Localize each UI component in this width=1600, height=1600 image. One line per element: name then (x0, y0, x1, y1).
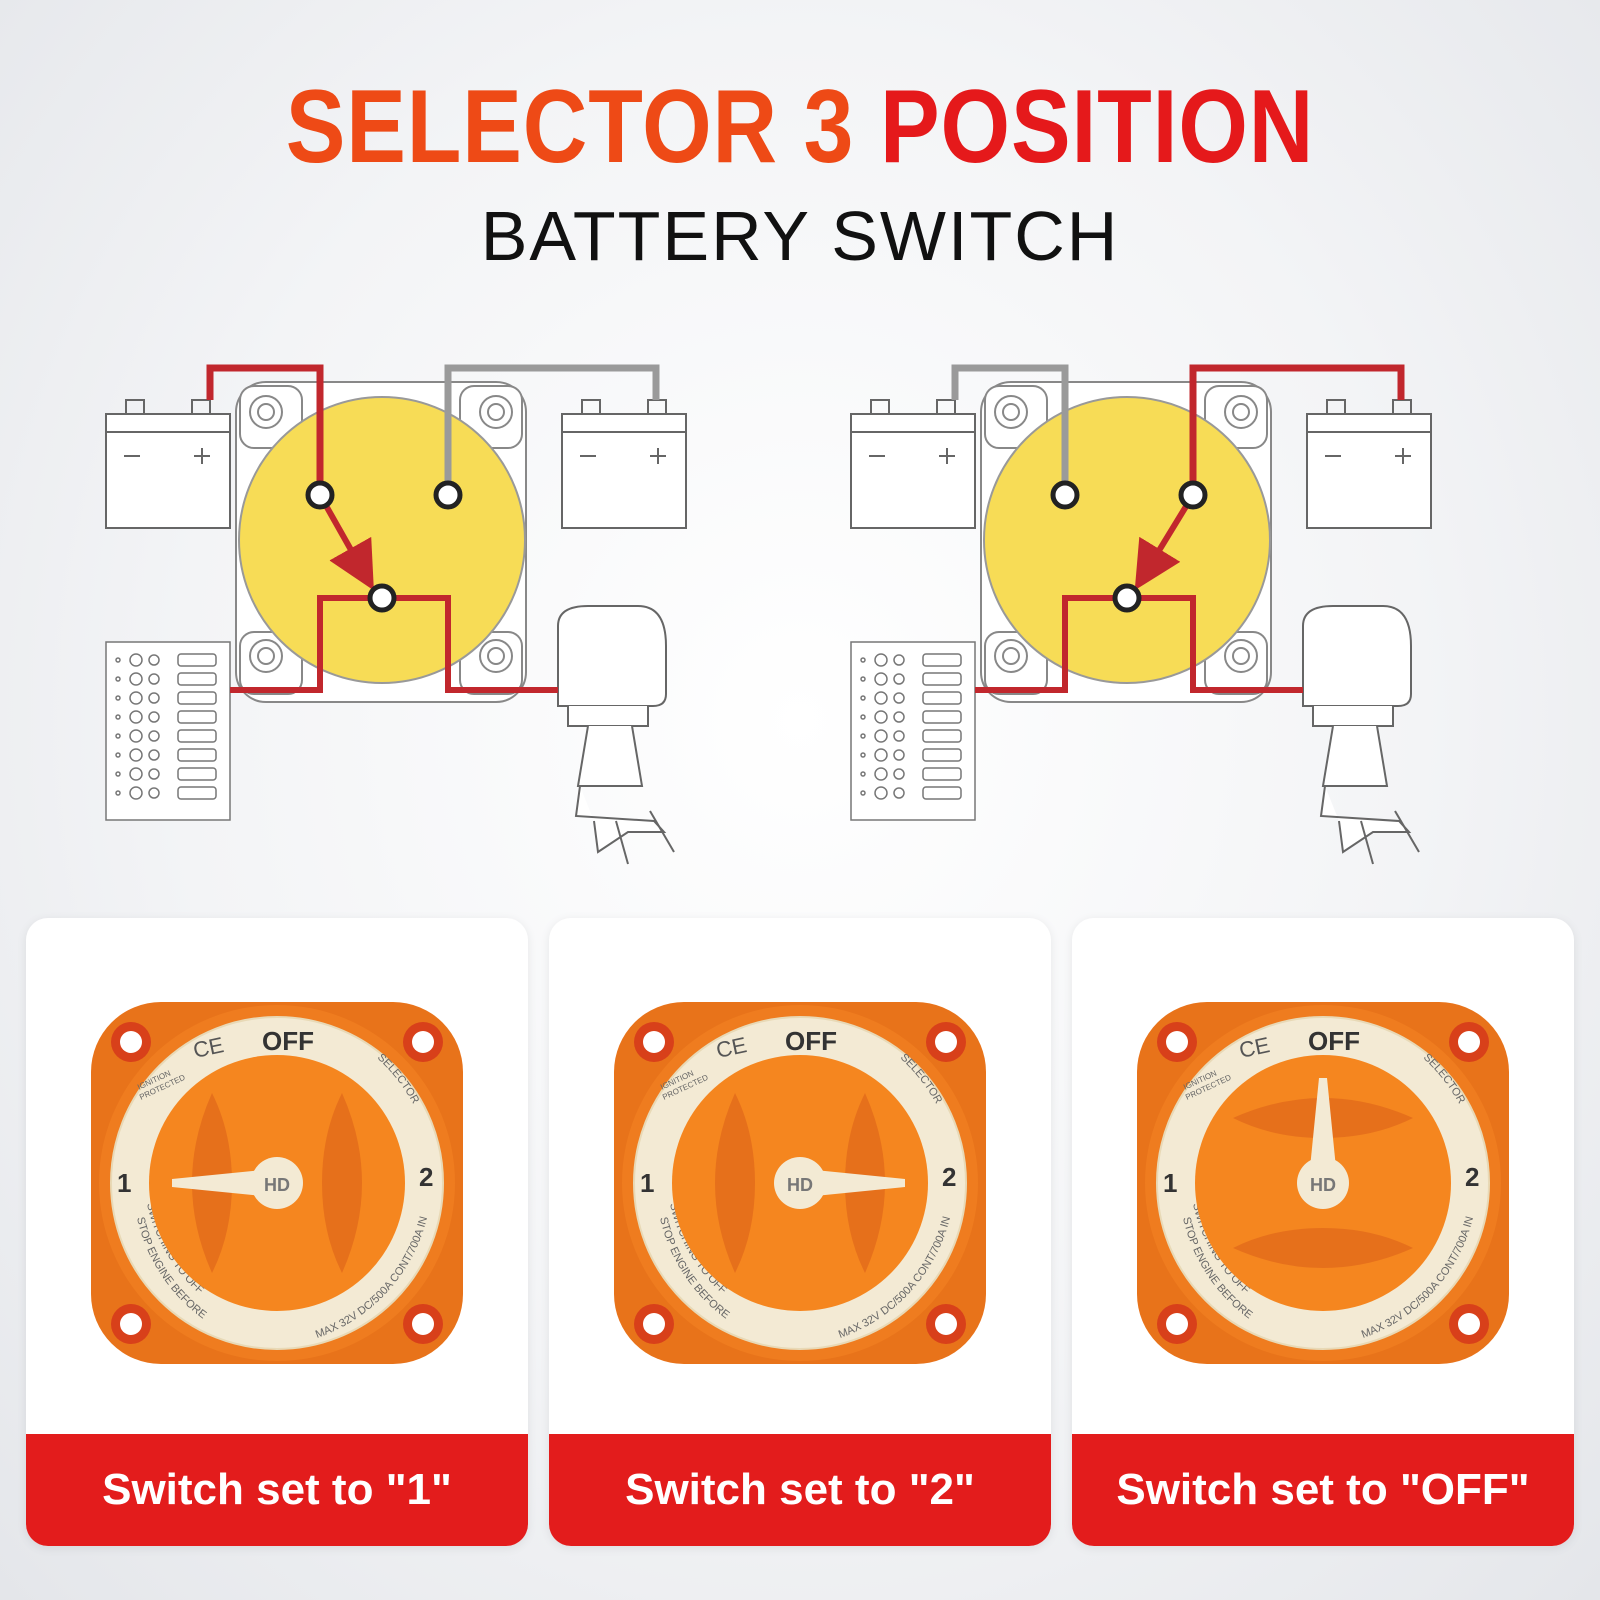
knob-label: HD (264, 1175, 290, 1195)
caption-text: Switch set to "OFF" (1116, 1465, 1530, 1514)
off-label: OFF (1308, 1026, 1360, 1056)
svg-text:CE: CE (714, 1032, 749, 1063)
page-subtitle: BATTERY SWITCH (480, 197, 1120, 275)
fuse-panel-icon (850, 641, 976, 821)
wiring-diagram-battery-1 (100, 360, 700, 880)
svg-text:CE: CE (191, 1032, 226, 1063)
position-2-label: 2 (1465, 1162, 1479, 1192)
selector-knob[interactable]: HD (149, 1055, 405, 1311)
knob-label: HD (787, 1175, 813, 1195)
battery-switch-icon (235, 381, 527, 703)
position-2-label: 2 (942, 1162, 956, 1192)
battery-icon (850, 399, 976, 529)
caption-text: Switch set to "2" (625, 1465, 975, 1514)
caption-bar: Switch set to "2" (549, 1434, 1051, 1546)
caption-bar: Switch set to "OFF" (1072, 1434, 1574, 1546)
outboard-engine-icon (557, 605, 675, 865)
svg-text:CE: CE (1237, 1032, 1272, 1063)
selector-knob[interactable]: HD (1195, 1055, 1451, 1311)
outboard-engine-icon (1302, 605, 1420, 865)
wiring-diagram-battery-2 (845, 360, 1445, 880)
knob-label: HD (1310, 1175, 1336, 1195)
position-1-label: 1 (1163, 1168, 1177, 1198)
switch-card-2: OFF CE IGNITION PROTECTED SELECTOR 1 2 S… (549, 918, 1051, 1546)
selector-knob[interactable]: HD (672, 1055, 928, 1311)
position-1-label: 1 (117, 1168, 131, 1198)
battery-switch-photo: OFF CE IGNITION PROTECTED SELECTOR 1 2 S… (1123, 988, 1509, 1364)
battery-switch-photo: OFF CE IGNITION PROTECTED SELECTOR 1 2 S… (600, 988, 986, 1364)
off-label: OFF (262, 1026, 314, 1056)
title-part2: POSITION (880, 69, 1315, 185)
switch-card-off: OFF CE IGNITION PROTECTED SELECTOR 1 2 S… (1072, 918, 1574, 1546)
fuse-panel-icon (105, 641, 231, 821)
title-part1: SELECTOR 3 (285, 69, 855, 185)
battery-icon (561, 399, 687, 529)
caption-text: Switch set to "1" (102, 1465, 452, 1514)
switch-card-1: OFF CE IGNITION PROTECTED SELECTOR 1 2 S… (26, 918, 528, 1546)
battery-switch-photo: OFF CE IGNITION PROTECTED SELECTOR 1 2 S… (77, 988, 463, 1364)
battery-icon (1306, 399, 1432, 529)
position-2-label: 2 (419, 1162, 433, 1192)
page-title: SELECTOR 3 POSITION (112, 72, 1488, 182)
position-1-label: 1 (640, 1168, 654, 1198)
off-label: OFF (785, 1026, 837, 1056)
caption-bar: Switch set to "1" (26, 1434, 528, 1546)
battery-switch-icon (980, 381, 1272, 703)
battery-icon (105, 399, 231, 529)
